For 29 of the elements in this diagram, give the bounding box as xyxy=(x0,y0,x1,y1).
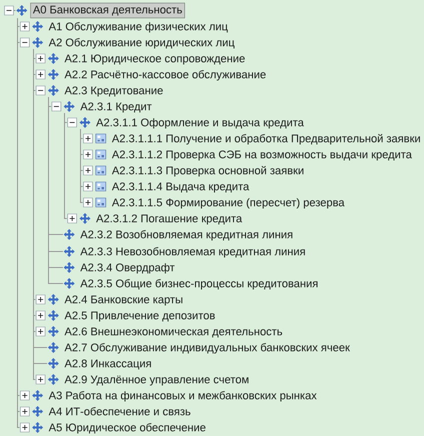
tree-item: A2 Обслуживание юридических лиц xyxy=(48,38,234,49)
selected-tree-item: A0 Банковская деятельность xyxy=(30,2,186,18)
tree-item: A2.3 Кредитование xyxy=(64,86,163,97)
tree-line xyxy=(64,112,68,219)
tree-item: A3 Работа на финансовых и межбанковских рынках xyxy=(48,391,317,402)
tree-item: A2.3.3 Невозобновляемая кредитная линия xyxy=(80,247,305,258)
tree-item: A2.9 Удалённое управление счетом xyxy=(64,376,248,386)
tree-item: A2.6 Внешнеэкономическая деятельность xyxy=(64,328,282,338)
tree-item: A2.3.1.1.2 Проверка СЭБ на возможность выдачи кредита xyxy=(112,150,412,161)
tree-item: A2.3.1 Кредит xyxy=(80,102,152,113)
tree-item: A2.3.1.1 Оформление и выдача кредита xyxy=(96,118,304,129)
tree-item: A2.3.1.1.3 Проверка основной заявки xyxy=(112,166,304,177)
tree-item: A2.3.5 Общие бизнес-процессы кредитования xyxy=(80,279,318,290)
tree-item: A2.3.1.1.4 Выдача кредита xyxy=(112,182,250,193)
tree-item: A2.3.2 Возобновляемая кредитная линия xyxy=(80,230,292,241)
tree-item: A4 ИТ-обеспечение и связь xyxy=(48,407,190,416)
tree-item: A2.7 Обслуживание индивидуальных банковских ячеек xyxy=(64,343,350,354)
tree-item: A2.3.4 Овердрафт xyxy=(80,263,175,274)
tree-line xyxy=(80,128,84,203)
tree-item: A2.4 Банковские карты xyxy=(64,296,182,306)
tree-item: A1 Обслуживание физических лиц xyxy=(48,22,228,33)
tree-item: A5 Юридическое обеспечение xyxy=(48,423,206,434)
tree-item: A2.8 Инкассация xyxy=(64,360,151,370)
tree-item: A2.3.1.1.1 Получение и обработка Предварительной заявки xyxy=(112,134,420,145)
tree-item: A2.5 Привлечение депозитов xyxy=(64,312,215,322)
tree-item: A2.2 Расчётно-кассовое обслуживание xyxy=(64,70,266,81)
tree-item: A2.3.1.2 Погашение кредита xyxy=(96,214,242,225)
tree-item: A2.3.1.1.5 Формирование (пересчет) резерва xyxy=(112,198,345,209)
tree-item: A2.1 Юридическое сопровождение xyxy=(64,54,245,65)
